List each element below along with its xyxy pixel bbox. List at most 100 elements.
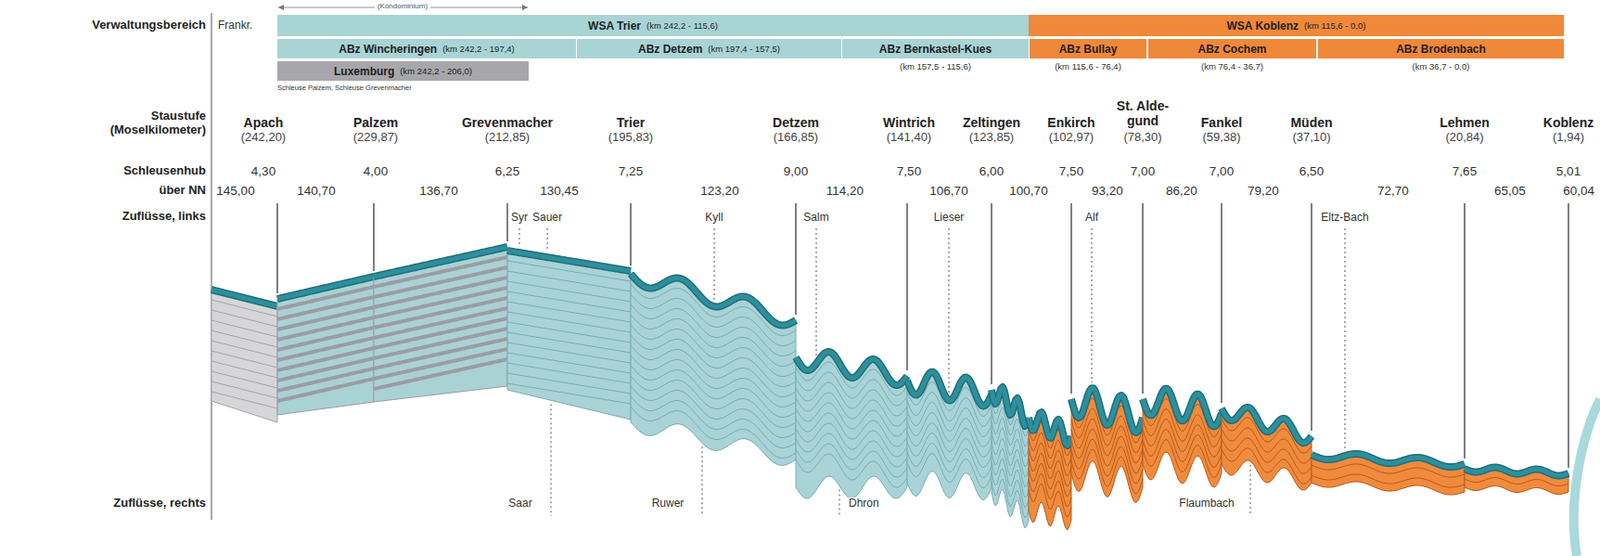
river-km: (37,10) — [1292, 130, 1331, 145]
reach-stripe — [277, 368, 374, 391]
reach-segment — [507, 250, 631, 420]
bracket-label: (Kondominium) — [374, 1, 431, 11]
tributary-name: Alf — [1083, 211, 1101, 225]
reach-stripe — [795, 412, 908, 447]
country-label: Frankr. — [217, 19, 253, 33]
water-edge — [1464, 467, 1569, 476]
band-note: (km 157,5 - 115,6) — [842, 61, 1029, 72]
water-surface — [1028, 411, 1072, 446]
reach-stripe — [907, 453, 992, 488]
water-edge — [630, 273, 796, 326]
river-km: (229,87) — [353, 130, 398, 145]
lock-line — [1310, 203, 1313, 431]
district-band: ABz Brodenbach(km 36,7 - 0,0) — [1318, 38, 1564, 59]
lock-name: Koblenz — [1543, 115, 1594, 130]
lock-lift: 7,00 — [1129, 164, 1156, 180]
reach-stripe — [795, 443, 908, 477]
reach-stripe — [1142, 429, 1222, 468]
reach-segment — [1311, 453, 1465, 495]
reach-face — [630, 273, 796, 465]
water-edge — [507, 250, 631, 271]
lock-name: St. Alde-gund — [1113, 98, 1173, 128]
band-note: Schleuse Palzem, Schleuse Grevenmacher — [277, 83, 529, 92]
reach-face — [277, 276, 374, 415]
water-surface — [795, 351, 908, 385]
water-level: 79,20 — [1246, 183, 1280, 199]
lock-line — [372, 203, 375, 271]
reach-stripe — [211, 320, 278, 337]
water-edge — [1142, 388, 1222, 427]
reach-segment — [1221, 407, 1312, 490]
tributary-line — [948, 228, 950, 395]
water-edge — [795, 351, 908, 385]
reach-face — [991, 386, 1029, 528]
tributary-line — [1344, 228, 1346, 450]
tributary-line — [714, 228, 716, 301]
water-edge — [1071, 387, 1143, 433]
water-level: 65,05 — [1493, 183, 1527, 199]
reach-stripe — [277, 327, 374, 350]
district-band: ABz Cochem(km 76,4 - 36,7) — [1148, 38, 1317, 59]
lock-line — [990, 203, 993, 384]
reach-stripe — [277, 358, 374, 381]
tributary-line — [547, 228, 549, 252]
reach-face — [507, 250, 631, 420]
km-range: (km 197,4 - 157,5) — [707, 43, 781, 54]
water-edge — [1311, 453, 1465, 467]
band-title: Luxemburg — [333, 64, 395, 78]
reach-segment — [373, 246, 508, 402]
lock-name: Palzem — [353, 115, 398, 130]
reach-stripe — [277, 347, 374, 371]
reach-segment — [795, 351, 908, 499]
reach-stripe — [907, 422, 992, 458]
tributary-name: Flaumbach — [1177, 497, 1236, 511]
river-km: (20,84) — [1445, 130, 1484, 145]
lock-line — [1567, 203, 1570, 468]
water-edge — [373, 246, 508, 277]
lock-name: Wintrich — [883, 115, 935, 130]
reach-stripe — [1142, 439, 1222, 478]
reach-stripe — [507, 362, 631, 384]
reach-stripe — [630, 396, 796, 448]
reach-stripe — [507, 321, 631, 343]
water-level: 114,20 — [825, 183, 865, 199]
water-edge — [1221, 407, 1312, 443]
tributary-line — [550, 403, 552, 516]
reach-stripe — [277, 337, 374, 360]
band-title: ABz Bernkastel-Kues — [879, 42, 992, 56]
tributary-line — [839, 488, 841, 516]
reach-stripe — [630, 385, 796, 438]
lock-name: Müden — [1290, 115, 1332, 130]
lock-line — [794, 203, 797, 315]
km-range: (km 242,2 - 115,6) — [646, 20, 718, 31]
reach-stripe — [1464, 477, 1569, 487]
reach-stripe — [991, 448, 1029, 487]
tributary-line — [816, 228, 818, 359]
lock-name: Grevenmacher — [461, 115, 553, 130]
reach-stripe — [211, 360, 278, 378]
lock-name: Apach — [243, 115, 284, 130]
band-title: WSA Koblenz — [1227, 19, 1300, 33]
reach-face — [1311, 453, 1465, 495]
lock-name: Enkirch — [1047, 115, 1095, 130]
reach-stripe — [795, 392, 908, 426]
reach-segment — [277, 276, 374, 415]
water-level: 86,20 — [1164, 183, 1199, 199]
band-note: (km 115,6 - 76,4) — [1029, 61, 1147, 72]
lock-lift: 7,65 — [1451, 164, 1478, 180]
country-band: Luxemburg(km 242,2 - 206,0)Schleuse Palz… — [277, 61, 529, 81]
reach-segment — [991, 386, 1029, 528]
tributary-name: Syr — [509, 211, 530, 225]
water-level: 72,70 — [1376, 183, 1410, 199]
tributary-name: Kyll — [703, 211, 725, 225]
lock-name: Lehmen — [1439, 115, 1490, 130]
lock-line — [276, 203, 279, 294]
water-level: 136,70 — [418, 183, 459, 199]
reach-stripe — [795, 382, 908, 416]
district-band: ABz Bernkastel-Kues(km 157,5 - 115,6) — [842, 38, 1029, 59]
lock-line — [1141, 203, 1144, 394]
reach-segment — [1142, 388, 1222, 487]
reach-stripe — [277, 307, 374, 330]
water-level: 60,04 — [1561, 183, 1596, 199]
reach-stripe — [907, 433, 992, 468]
